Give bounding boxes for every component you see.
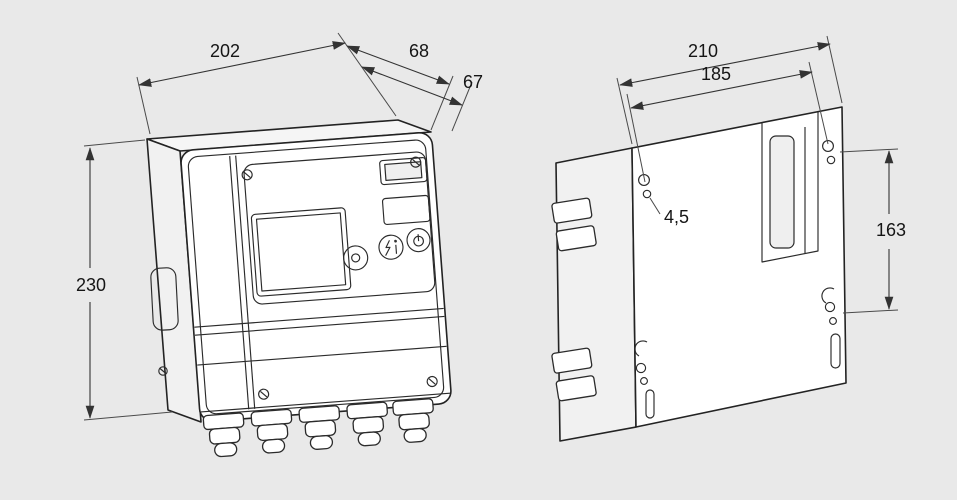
side-screw	[158, 366, 168, 376]
snap-hook-curve	[634, 340, 648, 357]
cable-channel-recess	[761, 112, 819, 263]
extension-line	[136, 76, 151, 135]
control-fascia	[243, 151, 436, 305]
corner-screw	[258, 388, 270, 400]
hole-spacing-dimension-line	[630, 70, 813, 110]
info-i-dot	[394, 239, 397, 243]
hole-diameter-leader-line	[649, 197, 661, 215]
extension-line	[337, 32, 397, 117]
depth-dimension-line	[361, 66, 463, 106]
hinge-clip	[551, 197, 597, 252]
depth-dimension-line	[346, 45, 450, 85]
power-button	[406, 228, 431, 253]
extension-line	[83, 411, 173, 421]
front-height-dimension-label: 230	[76, 275, 106, 295]
front-view-dimensions: 230 202 68 67	[76, 32, 483, 421]
cable-gland	[298, 405, 341, 450]
housing-side-face	[146, 138, 202, 423]
hole-diameter-label: 4,5	[664, 207, 689, 227]
mounting-keyhole-top-right	[822, 140, 836, 165]
door-seam	[235, 155, 256, 409]
cable-gland	[392, 398, 434, 443]
front-face-group	[180, 131, 452, 458]
lcd-display-inner	[255, 212, 347, 292]
rear-view-dimensions: 210 185 4,5 163	[616, 35, 906, 314]
corner-screw	[410, 156, 422, 168]
mounting-keyhole-bottom-right	[821, 287, 841, 369]
mounting-keyhole-top-left	[638, 174, 652, 199]
power-icon-bar	[417, 234, 420, 242]
front-depth-total-dimension-label: 68	[409, 41, 429, 61]
mounting-keyhole-bottom-left	[634, 340, 655, 419]
gland-flange-line	[200, 392, 451, 413]
info-button	[378, 234, 404, 260]
hinge-clip	[551, 347, 597, 402]
door-screws	[241, 156, 438, 400]
secondary-window	[381, 194, 431, 226]
rear-hole-spacing-vertical-label: 163	[876, 220, 906, 240]
rear-view: 210 185 4,5 163	[551, 35, 906, 442]
extension-line	[626, 93, 646, 183]
led-display-window	[379, 157, 428, 186]
door-seam	[229, 156, 250, 410]
rear-panel-face	[631, 106, 847, 428]
door-inner-outline	[187, 139, 445, 415]
front-width-dimension-label: 202	[210, 41, 240, 61]
extension-line	[451, 81, 473, 132]
extension-line	[839, 148, 899, 153]
extension-line	[842, 309, 899, 314]
snap-hook-curve	[821, 287, 835, 304]
corner-screw	[426, 375, 438, 388]
extension-line	[430, 75, 454, 131]
housing-band-line	[197, 345, 447, 366]
corner-screw	[241, 169, 253, 181]
mounting-slot	[645, 389, 655, 419]
side-screw-slot	[159, 368, 167, 374]
led-display-glass	[384, 161, 423, 182]
cable-glands	[202, 398, 434, 458]
cable-gland	[250, 408, 293, 454]
flash-icon	[385, 240, 391, 256]
reset-button-dot	[351, 253, 361, 263]
cable-gland	[346, 401, 388, 447]
extension-line	[83, 139, 146, 147]
rear-width-dimension-label: 210	[688, 41, 718, 61]
front-view: 230 202 68 67	[76, 32, 483, 458]
housing-band-line	[194, 307, 444, 328]
front-depth-body-dimension-label: 67	[463, 72, 483, 92]
reset-button	[343, 245, 369, 271]
cable-gland	[202, 412, 245, 458]
rear-hole-spacing-horizontal-label: 185	[701, 64, 731, 84]
cable-channel-slot	[769, 135, 795, 249]
housing-band-line	[194, 315, 445, 336]
info-i-icon	[395, 244, 398, 254]
extension-line	[826, 35, 843, 104]
width-dimension-line	[138, 41, 346, 87]
extension-line	[616, 77, 633, 145]
mounting-slot	[830, 333, 841, 369]
side-label-window	[150, 267, 179, 331]
